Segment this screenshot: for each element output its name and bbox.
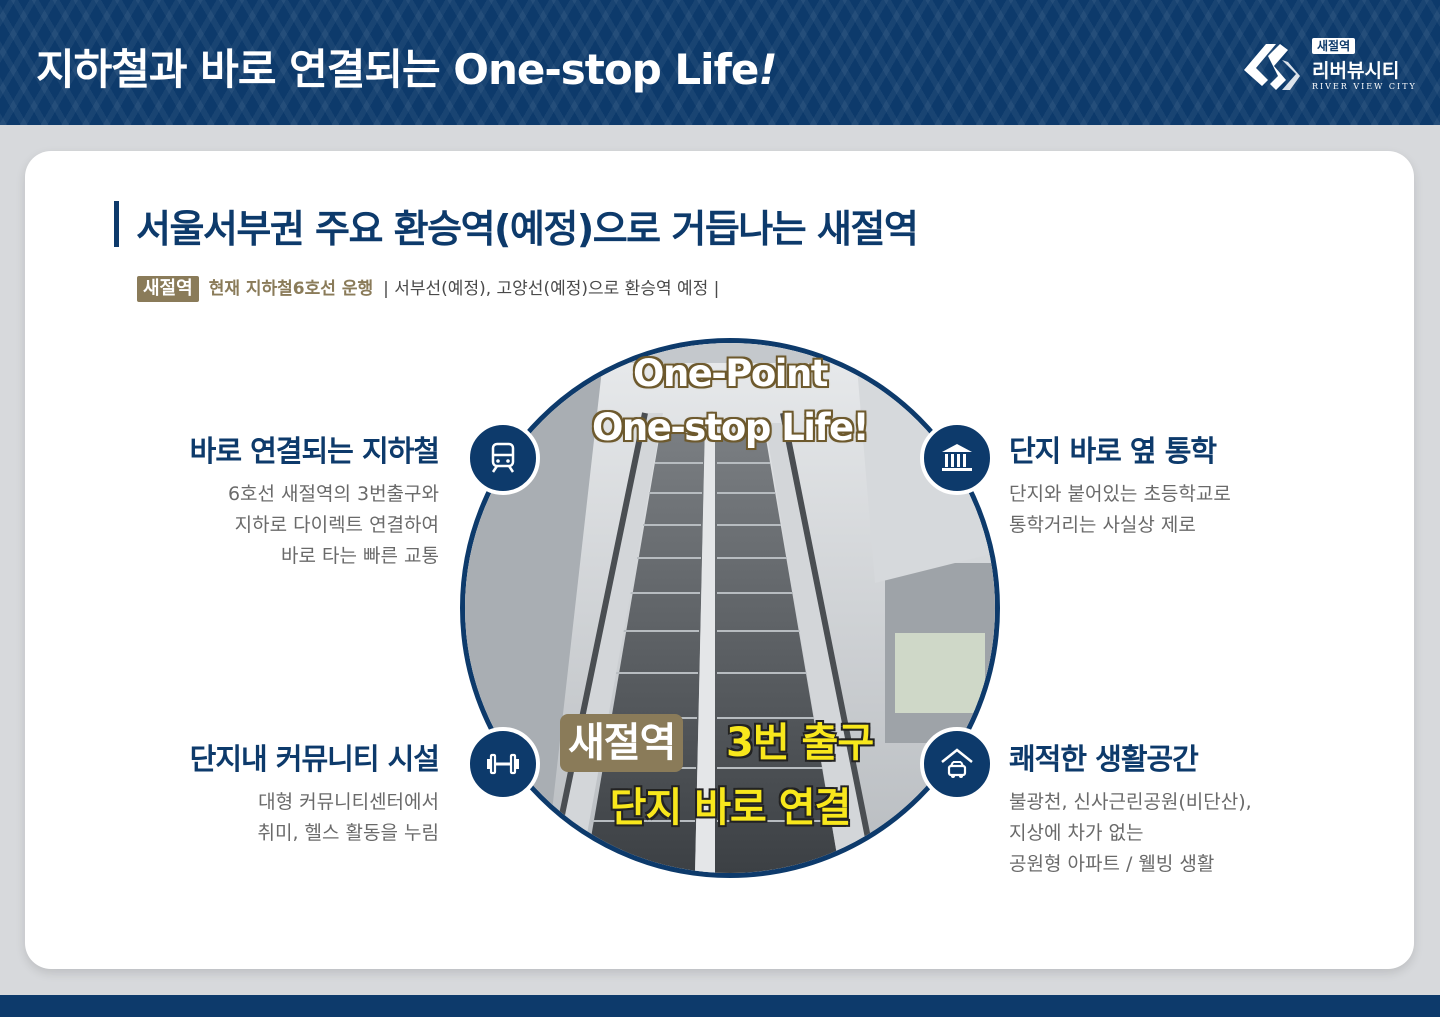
page-title: 지하철과 바로 연결되는 One-stop Life!	[36, 36, 777, 97]
community-icon-badge	[466, 727, 540, 801]
community-feature-title: 단지내 커뮤니티 시설	[189, 742, 440, 776]
logo-subtitle: RIVER VIEW CITY	[1312, 82, 1417, 91]
community-desc-line: 대형 커뮤니티센터에서	[258, 791, 439, 813]
school-desc-line: 통학거리는 사실상 제로	[1009, 514, 1196, 536]
page-title-text: 지하철과 바로 연결되는 One-stop Life	[36, 45, 759, 94]
header-banner: 지하철과 바로 연결되는 One-stop Life! 새절역 리버뷰시티 RI…	[0, 0, 1440, 125]
living-feature-desc: 불광천, 신사근린공원(비단산), 지상에 차가 없는 공원형 아파트 / 웰빙…	[1009, 787, 1252, 880]
building-icon	[942, 444, 972, 471]
subway-desc-line: 지하로 다이렉트 연결하여	[234, 514, 439, 536]
section-title: 서울서부권 주요 환승역(예정)으로 거듭나는 새절역	[136, 207, 919, 251]
living-desc-line: 불광천, 신사근린공원(비단산),	[1009, 791, 1252, 813]
exit-number-text: 3번 출구	[726, 720, 874, 766]
logo-badge: 새절역	[1312, 38, 1356, 54]
community-desc-line: 취미, 헬스 활동을 누림	[257, 822, 439, 844]
one-stop-life-text: One-stop Life!	[591, 406, 870, 449]
logo-name: 리버뷰시티	[1312, 60, 1400, 82]
school-feature-desc: 단지와 붙어있는 초등학교로 통학거리는 사실상 제로	[1009, 479, 1231, 541]
subway-feature-title: 바로 연결되는 지하철	[189, 434, 440, 468]
school-desc-line: 단지와 붙어있는 초등학교로	[1009, 483, 1231, 505]
river-logo-icon	[1244, 44, 1300, 90]
train-icon	[491, 442, 515, 473]
planned-lines-text: | 서부선(예정), 고양선(예정)으로 환승역 예정 |	[383, 279, 720, 299]
station-badge: 새절역	[137, 276, 199, 302]
exit-label: 새절역 3번 출구	[560, 714, 900, 776]
school-icon-badge	[920, 421, 994, 495]
living-feature-title: 쾌적한 생활공간	[1009, 742, 1199, 776]
station-info-line: 새절역 현재 지하철6호선 운행 | 서부선(예정), 고양선(예정)으로 환승역 …	[137, 276, 719, 302]
footer-bar	[0, 995, 1440, 1017]
page-title-exclamation: !	[758, 45, 777, 94]
brand-logo: 새절역 리버뷰시티 RIVER VIEW CITY	[1240, 36, 1415, 96]
exit-station-badge: 새절역	[560, 714, 684, 772]
subway-desc-line: 바로 타는 빠른 교통	[281, 545, 439, 567]
one-point-text: One-Point	[633, 352, 829, 395]
subway-desc-line: 6호선 새절역의 3번출구와	[227, 483, 439, 505]
subway-feature-desc: 6호선 새절역의 3번출구와 지하로 다이렉트 연결하여 바로 타는 빠른 교통	[228, 479, 439, 572]
current-line-text: 현재 지하철6호선 운행	[208, 279, 374, 299]
subway-icon-badge	[466, 421, 540, 495]
living-desc-line: 지상에 차가 없는	[1009, 822, 1144, 844]
dumbbell-icon	[487, 753, 519, 775]
house-car-icon	[941, 748, 973, 778]
section-accent-bar	[114, 201, 119, 247]
direct-connection-text: 단지 바로 연결	[609, 785, 852, 831]
school-feature-title: 단지 바로 옆 통학	[1009, 434, 1217, 468]
community-feature-desc: 대형 커뮤니티센터에서 취미, 헬스 활동을 누림	[258, 787, 439, 849]
living-desc-line: 공원형 아파트 / 웰빙 생활	[1009, 853, 1215, 875]
living-icon-badge	[920, 727, 994, 801]
